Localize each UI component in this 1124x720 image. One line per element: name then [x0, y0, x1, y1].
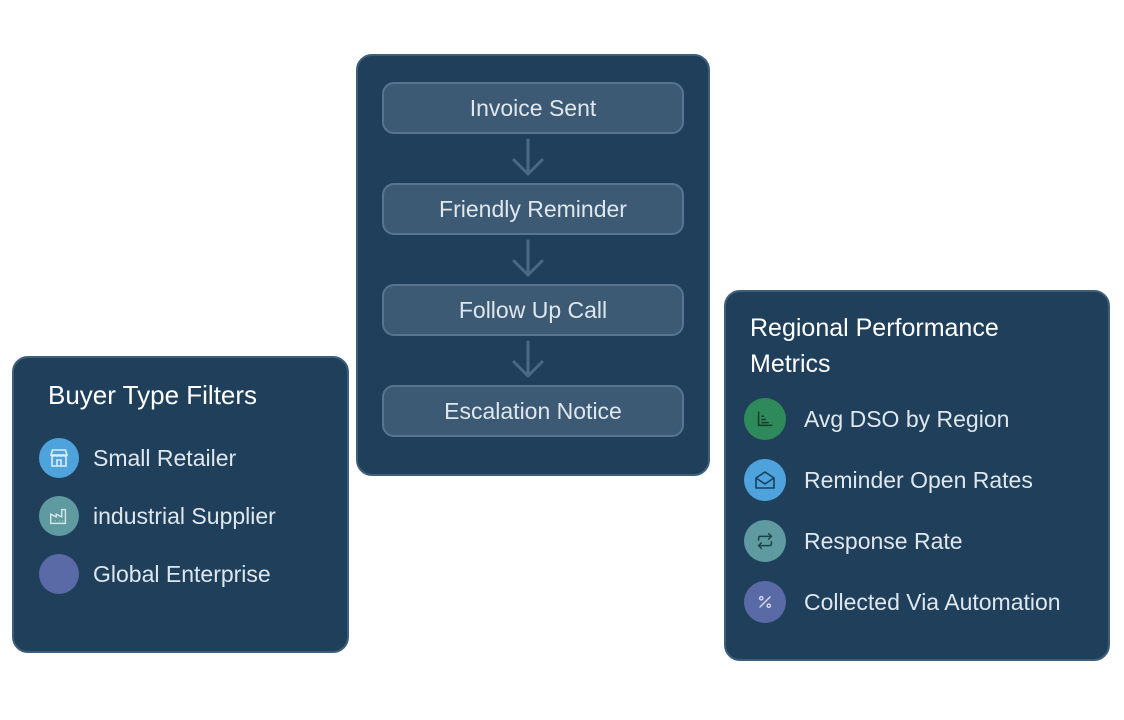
arrow-down-icon	[512, 239, 544, 277]
store-icon	[39, 438, 79, 478]
metric-label: Avg DSO by Region	[804, 405, 1010, 432]
globe-icon	[39, 554, 79, 594]
metric-list: Avg DSO by Region Reminder Open Rates	[744, 398, 1061, 642]
open-envelope-icon	[744, 459, 786, 501]
flow-step-invoice-sent[interactable]: Invoice Sent	[382, 82, 684, 134]
arrow-down-icon	[512, 340, 544, 378]
buyer-filter-list: Small Retailer industrial Supplier Globa…	[39, 438, 276, 612]
filter-label: industrial Supplier	[93, 502, 276, 529]
filter-item-global-enterprise[interactable]: Global Enterprise	[39, 554, 276, 594]
regional-performance-metrics-panel: Regional Performance Metrics Avg DSO by …	[724, 290, 1110, 661]
filter-item-small-retailer[interactable]: Small Retailer	[39, 438, 276, 478]
factory-icon	[39, 496, 79, 536]
bar-chart-icon	[744, 398, 786, 440]
flow-step-escalation-notice[interactable]: Escalation Notice	[382, 385, 684, 437]
metric-item-reminder-open-rates[interactable]: Reminder Open Rates	[744, 459, 1061, 501]
metric-label: Collected Via Automation	[804, 588, 1061, 615]
flow-step-label: Follow Up Call	[458, 296, 608, 323]
metrics-title: Regional Performance Metrics	[750, 314, 999, 378]
repeat-arrows-icon	[744, 520, 786, 562]
flow-step-label: Escalation Notice	[444, 397, 622, 424]
metric-item-collected-via-automation[interactable]: Collected Via Automation	[744, 581, 1061, 623]
flow-step-friendly-reminder[interactable]: Friendly Reminder	[382, 183, 684, 235]
metric-item-avg-dso[interactable]: Avg DSO by Region	[744, 398, 1061, 440]
flow-step-label: Invoice Sent	[469, 94, 597, 121]
flow-step-label: Friendly Reminder	[439, 195, 627, 222]
buyer-type-filters-panel: Buyer Type Filters Small Retailer	[12, 356, 349, 653]
filter-item-industrial-supplier[interactable]: industrial Supplier	[39, 496, 276, 536]
metric-label: Reminder Open Rates	[804, 466, 1033, 493]
percent-icon	[744, 581, 786, 623]
flow-step-follow-up-call[interactable]: Follow Up Call	[382, 284, 684, 336]
filter-label: Small Retailer	[93, 444, 237, 471]
buyer-filters-title: Buyer Type Filters	[48, 380, 258, 410]
filter-label: Global Enterprise	[93, 560, 271, 587]
metric-item-response-rate[interactable]: Response Rate	[744, 520, 1061, 562]
arrow-down-icon	[512, 138, 544, 176]
metric-label: Response Rate	[804, 527, 963, 554]
collection-flow-panel: Invoice Sent Friendly Reminder Follow Up…	[356, 54, 710, 476]
